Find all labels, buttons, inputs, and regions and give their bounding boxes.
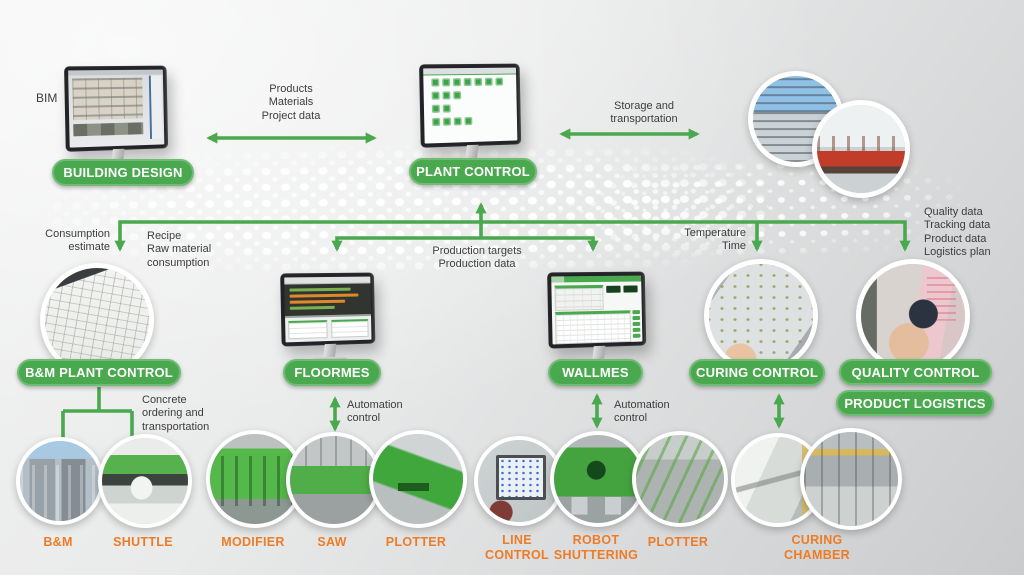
flow-storage-label: Storage and transportation (610, 100, 678, 126)
floormes-monitor (280, 272, 376, 364)
equipment-label-plotter: PLOTTER (385, 535, 447, 549)
plotter2-photo (632, 431, 728, 527)
plant-control-screen (423, 67, 518, 144)
node-plant-control: PLANT CONTROL (409, 158, 537, 185)
flow-temperature-label: Temperature Time (684, 227, 746, 253)
flow-consumption-label: Consumption estimate (45, 228, 110, 254)
shuttle-photo (98, 434, 192, 528)
flow-automation-wallmes-label: Automation control (614, 399, 670, 425)
node-building-design: BUILDING DESIGN (52, 159, 194, 186)
flow-recipe-label: Recipe Raw material consumption (147, 230, 212, 269)
curing-control-photo (704, 259, 818, 373)
node-product-logistics: PRODUCT LOGISTICS (836, 390, 994, 416)
flow-production-label: Production targets Production data (432, 245, 522, 271)
flow-automation-floormes-label: Automation control (347, 399, 403, 425)
node-bm-plant-control: B&M PLANT CONTROL (17, 359, 181, 386)
flow-concrete-label: Concrete ordering and transportation (142, 394, 210, 433)
equipment-label-robot-shuttering: ROBOT SHUTTERING (553, 533, 639, 563)
bm-batching-plant-photo (16, 437, 104, 525)
bim-software-screen (68, 69, 165, 148)
equipment-label-saw: SAW (317, 535, 347, 549)
node-quality-control: QUALITY CONTROL (839, 359, 992, 385)
curing-chamber-hall-photo (800, 428, 902, 530)
quality-control-photo (856, 259, 970, 373)
node-wallmes: WALLMES (548, 359, 643, 386)
plant-control-monitor (419, 63, 522, 165)
plotter-photo (369, 430, 467, 528)
saw-photo (286, 432, 382, 528)
modifier-photo (206, 430, 304, 528)
transport-truck-photo (812, 100, 910, 198)
branch-bm (61, 387, 134, 439)
node-curing-control: CURING CONTROL (689, 359, 825, 386)
equipment-label-line-control: LINE CONTROL (485, 533, 549, 563)
flow-products-label: Products Materials Project data (261, 83, 321, 122)
building-design-monitor (64, 65, 169, 169)
equipment-label-modifier: MODIFIER (221, 535, 285, 549)
bim-caption: BIM (36, 91, 58, 105)
floormes-screen (284, 276, 372, 343)
equipment-label-shuttle: SHUTTLE (113, 535, 173, 549)
wallmes-screen (551, 275, 643, 345)
equipment-label-curing-chamber: CURING CHAMBER (784, 533, 850, 563)
flow-quality-label: Quality data Tracking data Product data … (924, 206, 991, 259)
equipment-label-bm: B&M (43, 535, 73, 549)
equipment-label-plotter2: PLOTTER (647, 535, 709, 549)
wallmes-monitor (547, 271, 647, 366)
node-floormes: FLOORMES (283, 359, 381, 386)
line-control-photo (474, 436, 564, 526)
